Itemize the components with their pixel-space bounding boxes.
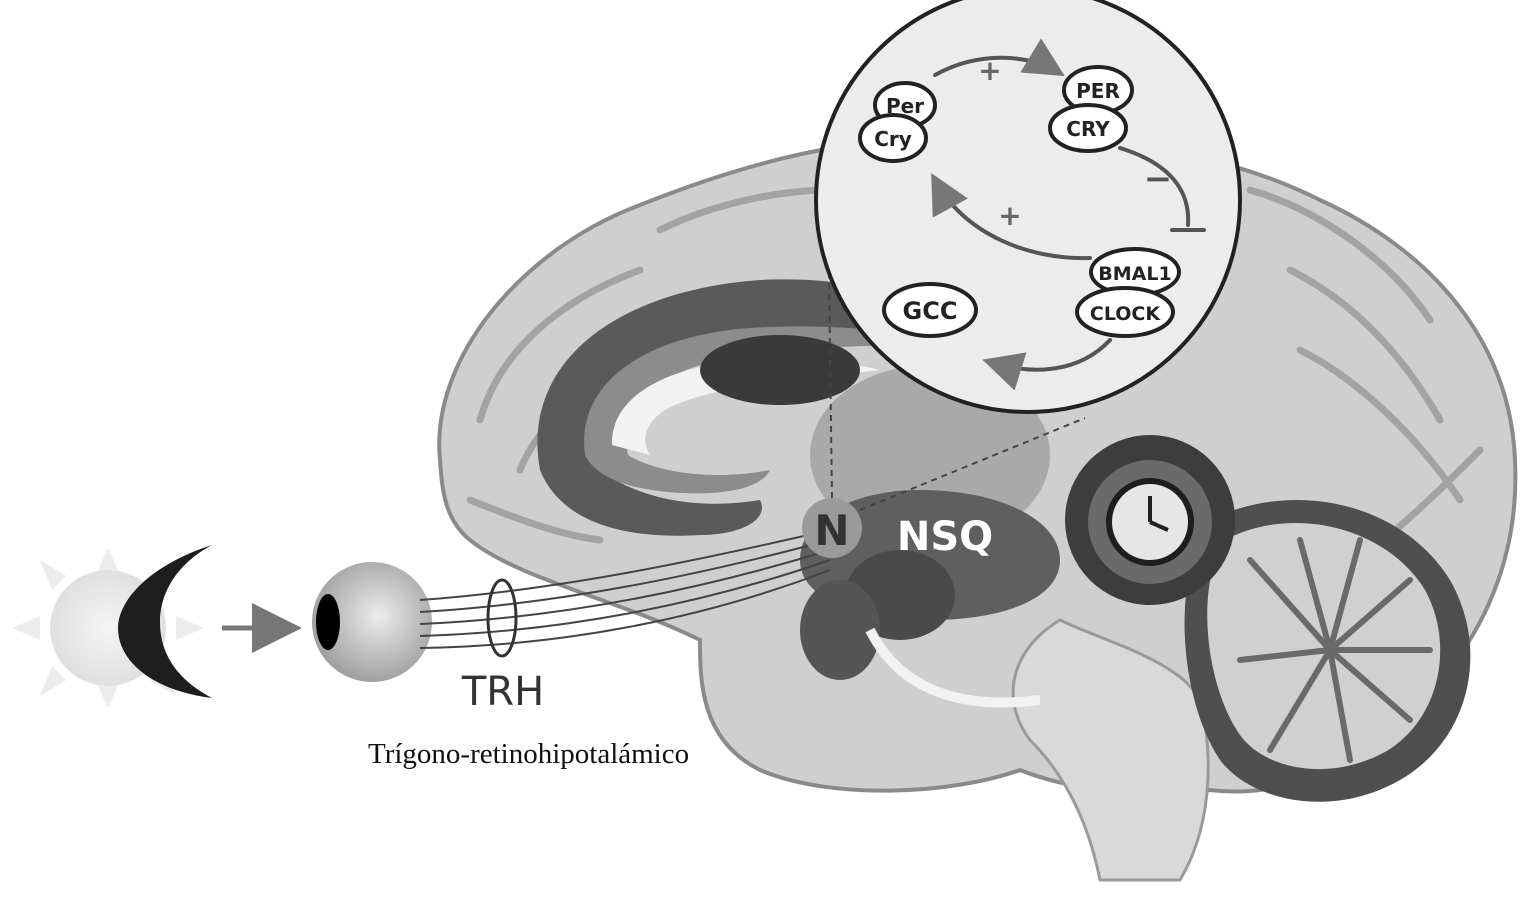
caption: Trígono-retinohipotalámico (368, 738, 689, 771)
molecular-clock-inset: + − + Per Cry PER CRY BMAL1 CLOCK GCC (816, 0, 1240, 412)
node-PER-label: PER (1076, 79, 1120, 103)
node-CRY-label: CRY (1066, 117, 1110, 141)
node-bmal1-label: BMAL1 (1098, 263, 1171, 285)
n-marker: N (802, 498, 862, 558)
eye-icon (312, 562, 432, 682)
node-gcc: GCC (884, 284, 976, 336)
node-clock-label: CLOCK (1090, 303, 1161, 325)
node-cry-label: Cry (874, 127, 912, 151)
sign-activation-top: + (978, 54, 1001, 87)
sign-inhibition: − (1144, 159, 1173, 199)
node-gcc-label: GCC (903, 297, 958, 325)
sign-activation-middle: + (998, 199, 1021, 232)
clock-icon (1065, 435, 1235, 605)
nsq-label: NSQ (897, 514, 993, 560)
trh-label: TRH (461, 669, 544, 715)
n-marker-label: N (814, 506, 849, 555)
